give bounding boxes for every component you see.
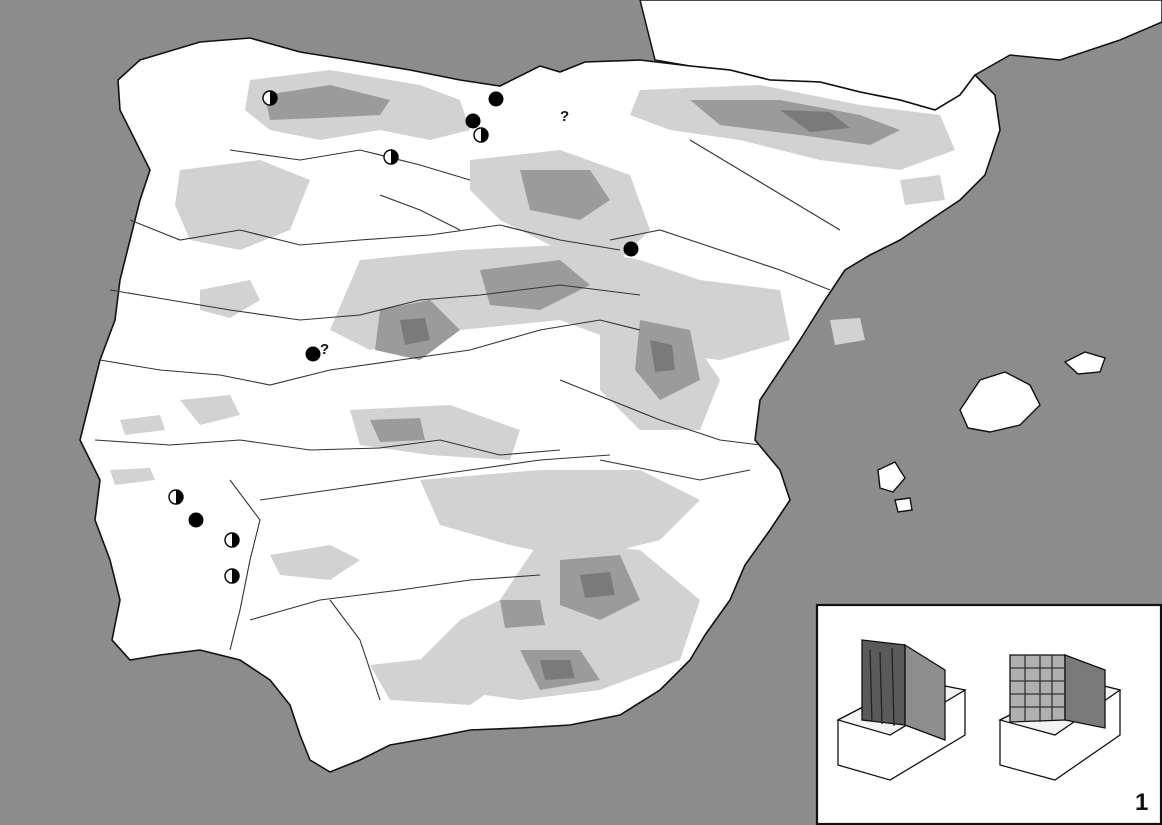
mallorca (959, 371, 1041, 433)
inset-panel: 1 (815, 603, 1162, 825)
wall-model-left (836, 639, 967, 781)
site-marker-guadiana-2 (224, 568, 240, 584)
filled-circle-icon (465, 113, 481, 129)
wall-model-right (998, 654, 1122, 781)
site-marker-cantabria-inland-2 (473, 127, 489, 143)
half-circle-fill-icon (232, 533, 239, 547)
filled-circle-icon (188, 512, 204, 528)
site-marker-galicia-west (262, 90, 278, 106)
central-west-uncertain-mark: ? (320, 341, 329, 358)
site-marker-alentejo-2 (188, 512, 204, 528)
rivers (94, 139, 841, 701)
ibiza (877, 461, 906, 493)
filled-circle-icon (488, 91, 504, 107)
filled-circle-icon (623, 241, 639, 257)
site-marker-cantabria-inland-1 (465, 113, 481, 129)
site-marker-ebro-valley (623, 241, 639, 257)
menorca (1063, 351, 1106, 375)
half-circle-fill-icon (481, 128, 488, 142)
peak-relief (400, 110, 850, 680)
inset-number: 1 (1135, 789, 1148, 816)
half-circle-fill-icon (232, 569, 239, 583)
iberian-peninsula (79, 37, 1001, 773)
half-circle-fill-icon (391, 150, 398, 164)
site-marker-guadiana-1 (224, 532, 240, 548)
formentera (894, 497, 913, 513)
half-circle-fill-icon (270, 91, 277, 105)
site-markers (168, 90, 639, 584)
mountain-relief (265, 85, 900, 690)
site-marker-cantabria-coast (488, 91, 504, 107)
site-marker-alentejo-1 (168, 489, 184, 505)
site-marker-leon-plain (383, 149, 399, 165)
basque-uncertain-mark: ? (560, 108, 569, 125)
half-circle-fill-icon (176, 490, 183, 504)
site-marker-central-west (305, 346, 321, 362)
filled-circle-icon (305, 346, 321, 362)
